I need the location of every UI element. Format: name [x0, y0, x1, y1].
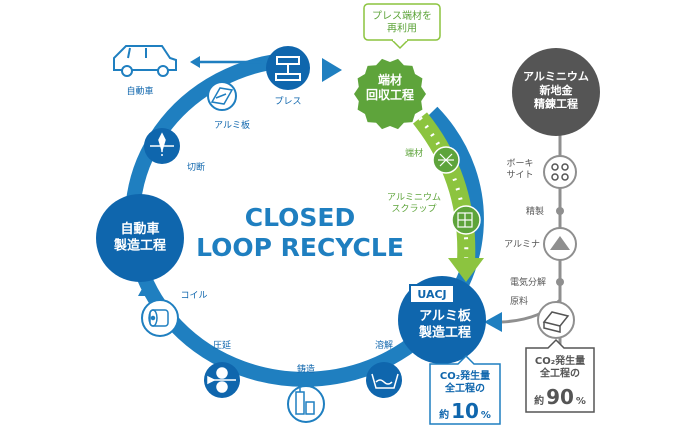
press-to-car-arrow	[190, 56, 262, 68]
coil-label: コイル	[180, 291, 207, 301]
melting-icon	[371, 373, 399, 389]
scrap-collection-node: 端材回収工程	[354, 58, 426, 130]
reuse-callout: プレス端材を再利用	[363, 3, 441, 50]
company-name: UACJ	[417, 288, 446, 301]
scrap-label: アルミニウムスクラップ	[387, 192, 441, 214]
sheet-step: アルミ板	[207, 81, 250, 131]
rolling-icon	[207, 367, 236, 393]
press-label: プレス	[274, 96, 301, 107]
new-metal-label: アルミニウム新地金精錬工程	[523, 70, 589, 111]
loop-ring	[124, 52, 502, 387]
text-line: 全工程の	[539, 367, 580, 380]
alumina-step: アルミナ	[504, 227, 577, 261]
scrap-step: アルミニウムスクラップ	[387, 192, 481, 235]
press-icon	[275, 56, 301, 81]
offcut-label: 端材	[405, 147, 423, 159]
car-label: 自動車	[126, 85, 153, 97]
text-line: 再利用	[387, 23, 417, 35]
electrolysis-dot	[556, 278, 564, 286]
press-step: プレス	[266, 46, 310, 107]
cutting-step: 切断	[144, 128, 205, 173]
green-return-path	[412, 112, 484, 282]
new-metal-node: アルミニウム新地金精錬工程	[512, 48, 600, 136]
text-line: アルミニウム	[387, 192, 441, 203]
ingot-icon	[542, 311, 570, 333]
text-line: 自動車	[120, 221, 159, 237]
text-line: 製造工程	[113, 237, 166, 253]
aluminum-process-node: UACJ アルミ板製造工程	[398, 276, 486, 364]
alumina-icon	[550, 236, 570, 250]
scrap-icon	[457, 212, 473, 228]
text-line: サイト	[506, 169, 533, 180]
aluminum-process-label: アルミ板製造工程	[418, 308, 472, 340]
text-line: 端材	[378, 72, 402, 87]
co2-loop-label: CO₂発生量全工程の	[440, 369, 490, 395]
title-line-1: CLOSED	[245, 203, 355, 232]
raw-material-step: 原料	[510, 295, 575, 339]
refining-label: 精製	[526, 205, 544, 217]
text-line: アルミニウム	[523, 70, 589, 83]
casting-label: 鋳造	[297, 363, 315, 375]
bauxite-label: ボーキサイト	[506, 158, 533, 180]
text-line: アルミ板	[419, 308, 472, 324]
text-line: 製造工程	[418, 324, 471, 340]
melting-label: 溶解	[375, 339, 393, 351]
text-line: 精錬工程	[534, 97, 578, 111]
co2-new-label: CO₂発生量全工程の	[535, 354, 585, 380]
auto-process-label: 自動車製造工程	[113, 221, 166, 253]
casting-icon	[295, 388, 315, 415]
offcut-step: 端材	[405, 146, 460, 174]
car-step: 自動車	[113, 45, 177, 97]
text-line: 全工程の	[444, 382, 485, 395]
text-line: ボーキ	[506, 158, 533, 169]
rolling-label: 圧延	[213, 339, 231, 351]
refining-dot	[556, 207, 564, 215]
cut-icon	[150, 132, 174, 158]
coil-step: コイル	[141, 291, 208, 337]
text-line: 新地金	[540, 83, 574, 97]
title-line-2: LOOP RECYCLE	[196, 233, 404, 262]
reuse-callout-text: プレス端材を再利用	[372, 9, 432, 35]
scrap-collection-label: 端材回収工程	[366, 72, 414, 102]
car-icon	[113, 45, 177, 77]
casting-step: 鋳造	[287, 363, 325, 423]
text-line: 回収工程	[366, 87, 414, 102]
electrolysis-label: 電気分解	[510, 276, 546, 288]
sheet-label: アルミ板	[214, 119, 250, 131]
rolling-step: 圧延	[204, 339, 240, 398]
text-line: プレス端材を	[372, 9, 432, 22]
text-line: CO₂発生量	[535, 354, 585, 367]
bauxite-icon	[551, 163, 569, 181]
bauxite-step: ボーキサイト	[506, 155, 577, 189]
coil-icon	[148, 309, 169, 327]
company-badge	[409, 284, 455, 304]
raw-material-label: 原料	[510, 295, 528, 307]
cutting-label: 切断	[187, 161, 205, 173]
sheet-icon	[210, 87, 234, 105]
text-line: CO₂発生量	[440, 369, 490, 382]
auto-process-node: 自動車製造工程	[96, 194, 184, 282]
alumina-label: アルミナ	[504, 239, 540, 250]
text-line: スクラップ	[391, 203, 436, 214]
offcut-icon	[438, 153, 454, 167]
melting-step: 溶解	[366, 339, 402, 398]
